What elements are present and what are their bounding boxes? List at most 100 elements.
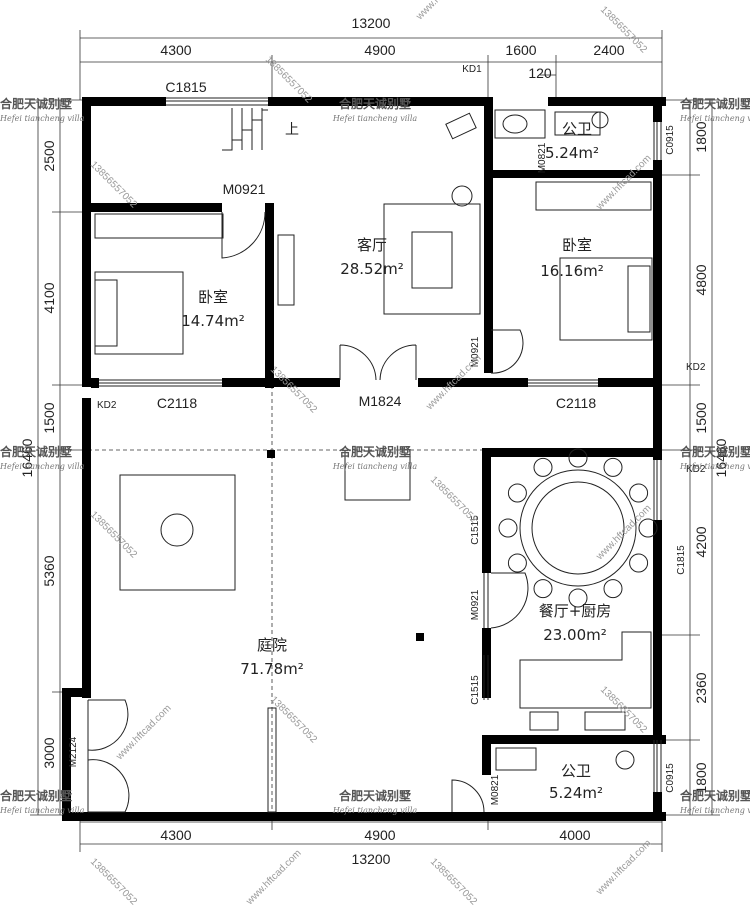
dimension-lines	[30, 30, 720, 852]
watermark-brand-en: Hefei tiancheng villa	[332, 114, 418, 123]
label-c1815-top: C1815	[165, 79, 206, 95]
label-kd1: KD1	[462, 64, 482, 75]
label-m0921-dining: M0921	[470, 589, 481, 620]
dim-right-4: 4200	[693, 526, 709, 557]
watermark-phone: 13856557052	[428, 856, 479, 907]
dining-chair-icon	[603, 579, 623, 599]
toilet-icon-bottom	[615, 750, 635, 770]
watermark-brand-en: Hefei tiancheng villa	[332, 806, 418, 815]
watermark-brand: 合肥天诚别墅	[339, 96, 411, 111]
watermark-brand: 合肥天诚别墅	[680, 444, 750, 459]
watermark-phone: 13856557052	[88, 159, 139, 210]
dining-chair-icon	[507, 553, 527, 573]
dining-chair-icon	[568, 588, 588, 608]
label-m0821-bottom: M0821	[490, 774, 501, 805]
dining-chair-icon	[638, 518, 658, 538]
dining-chair-icon	[603, 457, 623, 477]
dim-top-3: 1600	[505, 42, 536, 58]
dining-chair-icon	[568, 448, 588, 468]
room-bed-right-name: 卧室	[562, 236, 592, 254]
watermark-brand-en: Hefei tiancheng villa	[0, 462, 85, 471]
watermark-brand: 合肥天诚别墅	[339, 788, 411, 803]
watermark-brand-en: Hefei tiancheng villa	[679, 806, 750, 815]
room-bath-top-name: 公卫	[562, 120, 592, 138]
dim-left-4: 5360	[41, 555, 57, 586]
watermark-brand: 合肥天诚别墅	[0, 788, 72, 803]
stove-icon	[529, 711, 559, 731]
dining-chair-icon	[629, 553, 649, 573]
watermark-phone: 13856557052	[88, 856, 139, 907]
dim-top-2: 4900	[364, 42, 395, 58]
label-m0921-mid: M0921	[470, 336, 481, 367]
room-courtyard-area: 71.78m²	[240, 660, 304, 678]
label-m2124: M2124	[68, 736, 79, 767]
room-bed-left-name: 卧室	[198, 288, 228, 306]
watermark-site: www.hftcad.com	[594, 503, 654, 563]
room-bed-left-area: 14.74m²	[181, 312, 245, 330]
bed-icon-right	[559, 257, 653, 341]
sink-icon-kitchen	[584, 711, 626, 731]
pavilion-icon	[119, 474, 236, 591]
room-living-name: 客厅	[357, 236, 387, 254]
label-c1515-b: C1515	[470, 675, 481, 705]
watermark-phone: 13856557052	[598, 684, 649, 735]
watermark-site: www.hftcad.com	[594, 153, 654, 213]
dim-right-3: 1500	[693, 402, 709, 433]
toilet-icon	[591, 111, 609, 129]
dim-bottom-3: 4000	[559, 827, 590, 843]
dim-left-5: 3000	[41, 737, 57, 768]
dining-table-icon	[519, 469, 637, 587]
room-living-area: 28.52m²	[340, 260, 404, 278]
dim-top-1: 4300	[160, 42, 191, 58]
room-bath-bottom-area: 5.24m²	[549, 784, 603, 802]
walls	[62, 97, 666, 821]
room-dining-area: 23.00m²	[543, 626, 607, 644]
label-m0821-top: M0821	[537, 142, 548, 173]
watermark-phone: 13856557052	[88, 509, 139, 560]
furniture	[94, 108, 653, 771]
watermark-brand-en: Hefei tiancheng villa	[679, 462, 750, 471]
watermark-brand: 合肥天诚别墅	[680, 788, 750, 803]
dim-bottom-1: 4300	[160, 827, 191, 843]
watermark-brand: 合肥天诚别墅	[0, 444, 72, 459]
dim-top-total: 13200	[352, 15, 391, 31]
label-c1815-right: C1815	[676, 545, 687, 575]
dining-chair-icon	[629, 483, 649, 503]
watermark-brand: 合肥天诚别墅	[680, 96, 750, 111]
dim-left-3: 1500	[41, 402, 57, 433]
dim-bottom-total: 13200	[352, 851, 391, 867]
dim-right-6: 1800	[693, 762, 709, 793]
watermark-phone: 13856557052	[428, 474, 479, 525]
watermark-site: www.hftcad.com	[594, 838, 654, 898]
room-courtyard-name: 庭院	[257, 636, 287, 654]
dim-left-1: 2500	[41, 140, 57, 171]
label-kd2-right1: KD2	[686, 362, 706, 373]
watermark-brand: 合肥天诚别墅	[0, 96, 72, 111]
dim-bottom-2: 4900	[364, 827, 395, 843]
dim-top-small: 120	[528, 65, 552, 81]
watermark-brand: 合肥天诚别墅	[339, 444, 411, 459]
watermark-site: www.hftcad.com	[414, 0, 474, 23]
dining-chairs	[498, 448, 658, 608]
bed-icon	[94, 271, 184, 355]
dining-chair-icon	[533, 579, 553, 599]
label-m0921-left: M0921	[223, 181, 266, 197]
dim-right-5: 2360	[693, 672, 709, 703]
label-kd2-right2: KD2	[686, 464, 706, 475]
room-bath-bottom-name: 公卫	[561, 762, 591, 780]
room-dining-name: 餐厅+厨房	[539, 602, 612, 620]
room-bath-top-area: 5.24m²	[545, 144, 599, 162]
label-c0915-top: C0915	[665, 125, 676, 155]
dining-chair-icon	[507, 483, 527, 503]
dim-left-2: 4100	[41, 282, 57, 313]
dim-right-1: 1800	[693, 121, 709, 152]
room-labels: 公卫 5.24m² 客厅 28.52m² 卧室 14.74m² 卧室 16.16…	[181, 120, 611, 802]
sink-icon-bottom	[495, 747, 537, 771]
label-c2118-right: C2118	[556, 395, 596, 411]
dim-left-total: 16460	[19, 438, 35, 477]
dining-chair-icon	[498, 518, 518, 538]
dim-top-4: 2400	[593, 42, 624, 58]
watermark-site: www.hftcad.com	[244, 848, 304, 908]
room-bed-right-area: 16.16m²	[540, 262, 604, 280]
